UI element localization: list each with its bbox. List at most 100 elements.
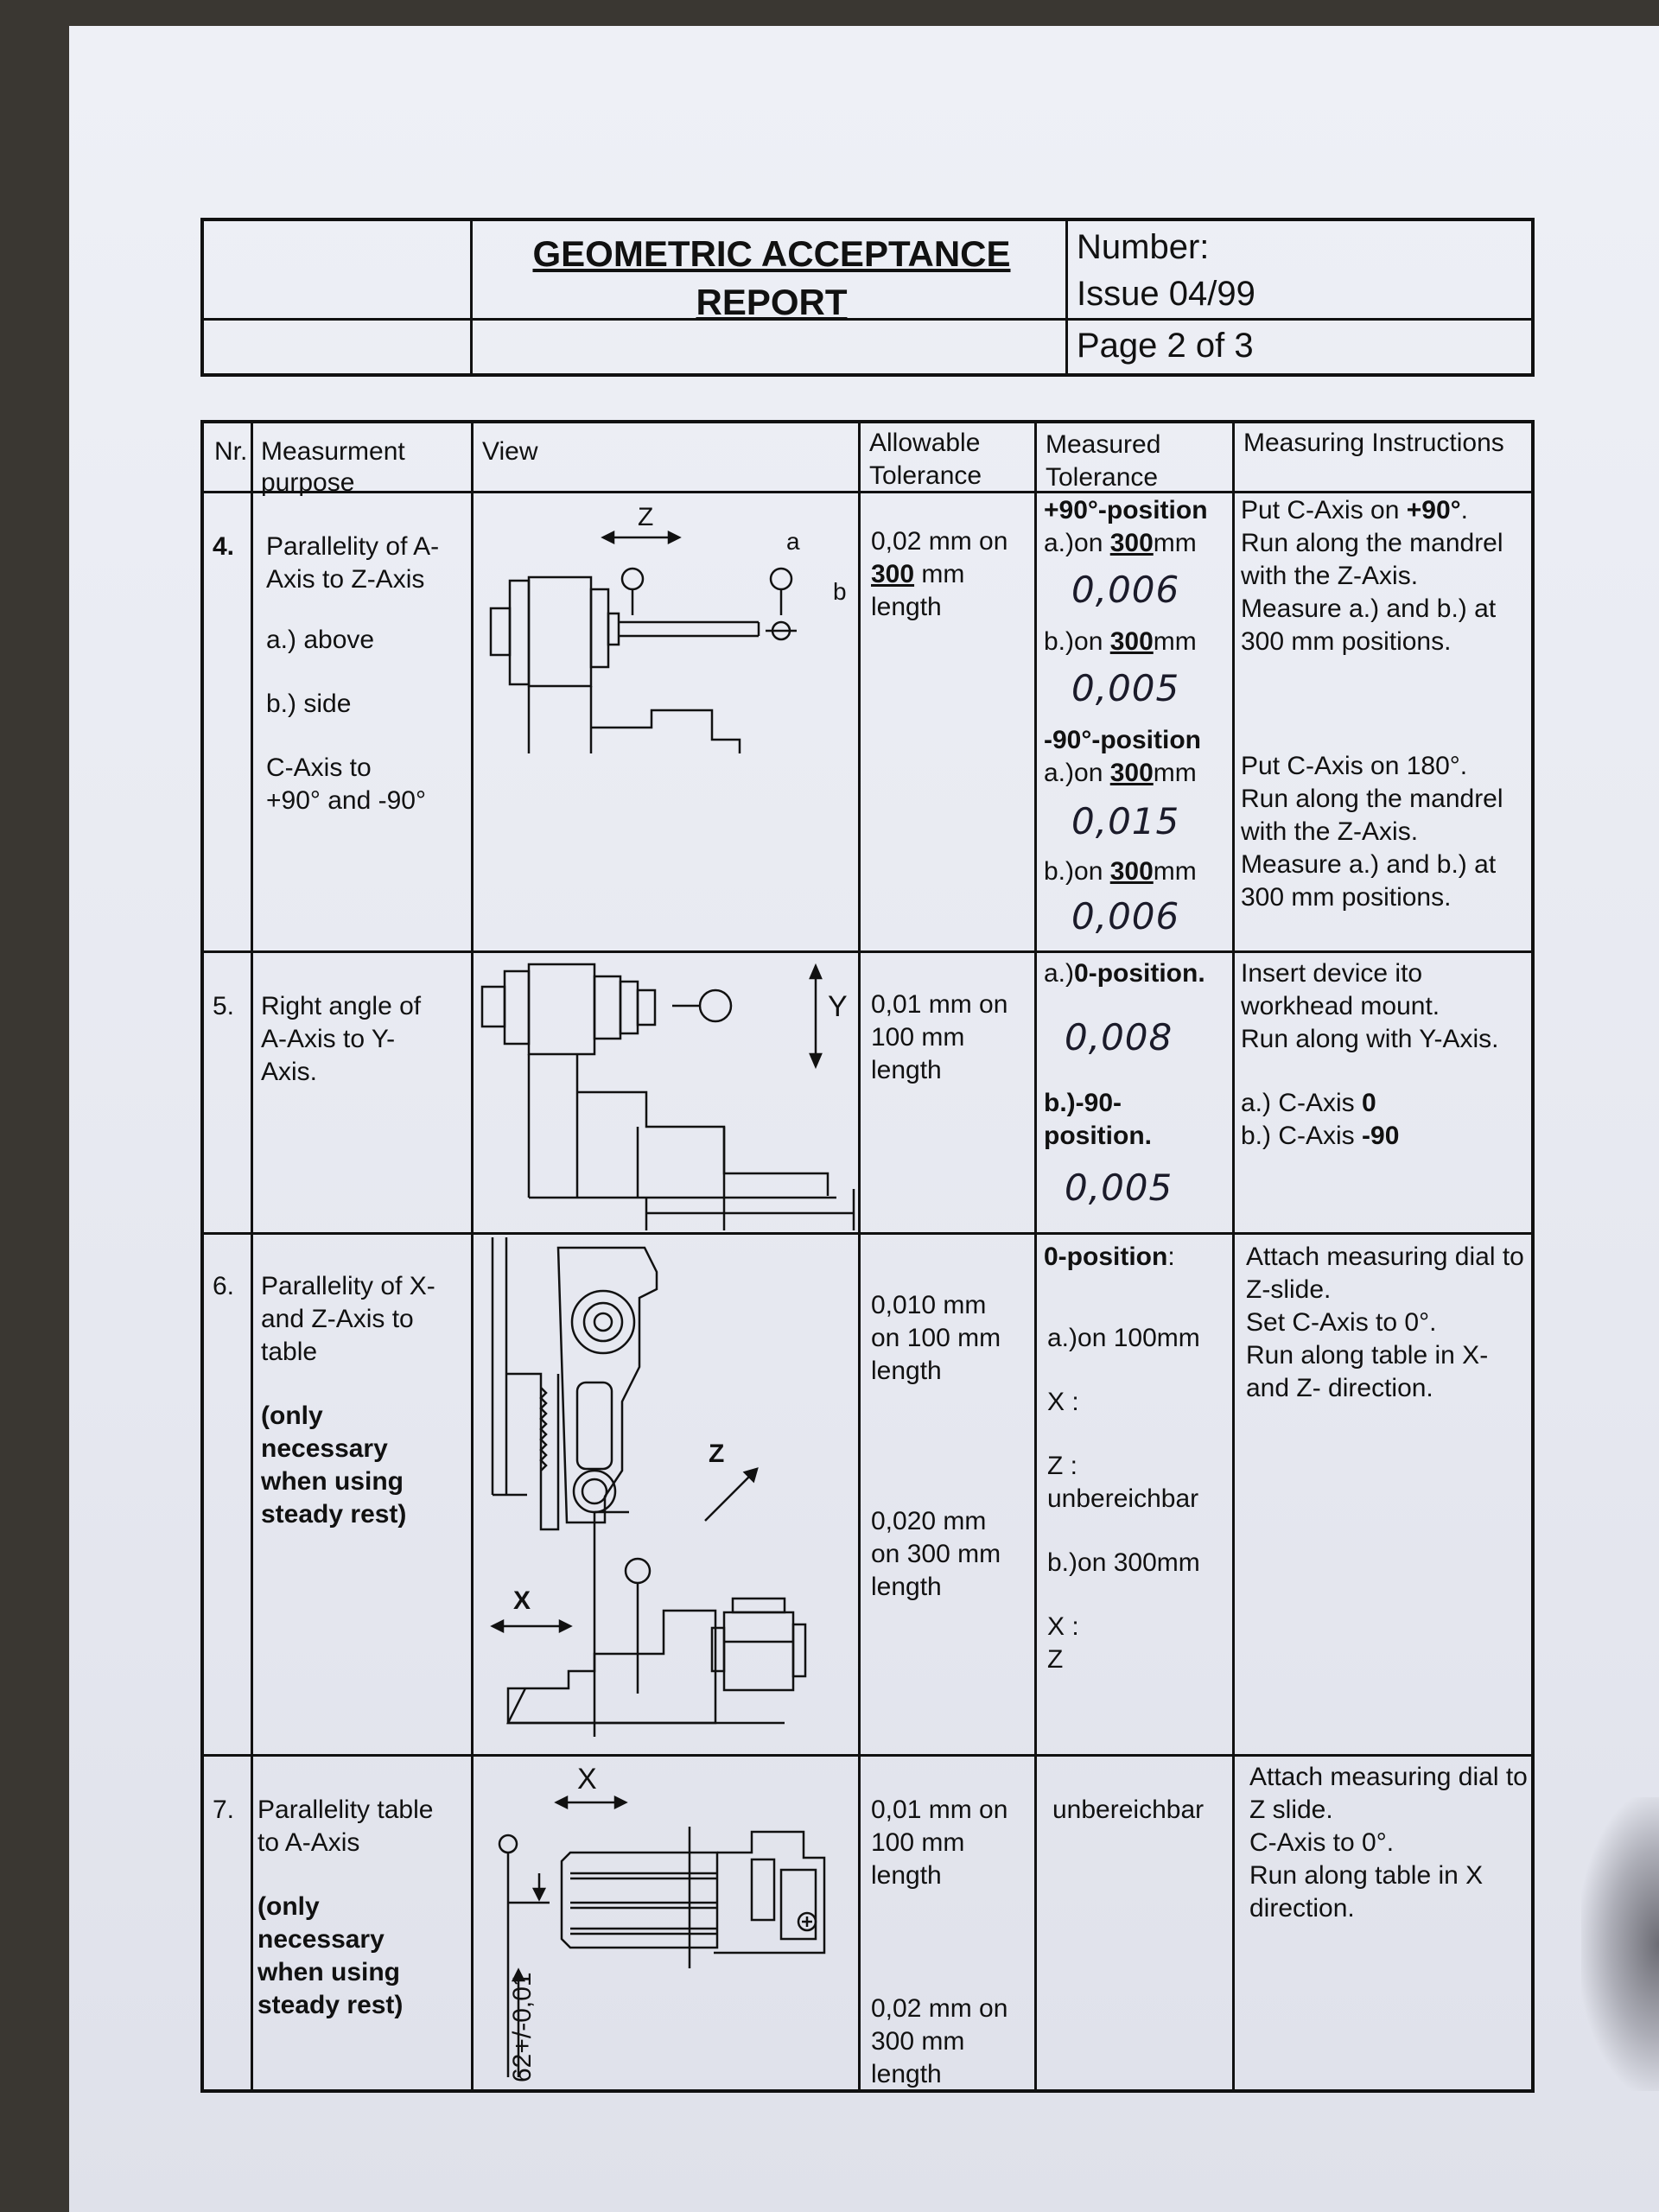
purpose-note: (only (261, 1402, 323, 1430)
header-divider (1065, 221, 1068, 373)
handwritten-value: 0,005 (1065, 1166, 1173, 1209)
handwritten-value: 0,015 (1071, 800, 1180, 842)
row-divider (204, 1754, 1535, 1757)
allowable-length: 300 (871, 560, 915, 588)
measure-line: unbereichbar (1047, 1484, 1199, 1513)
allowable-text: on 300 mm (871, 1540, 1001, 1568)
column-divider (858, 423, 861, 2093)
allowable-text: on 100 mm (871, 1324, 1001, 1352)
purpose-text: table (261, 1338, 318, 1366)
dial-gauge-icon (698, 988, 733, 1023)
instruction-text: C-Axis to 0°. (1249, 1828, 1395, 1857)
instruction-text: Run along with Y-Axis. (1241, 1025, 1499, 1053)
allowable-text: 0,02 mm on (871, 1994, 1008, 2023)
allowable-text: length (871, 1861, 942, 1890)
instruction-text: Insert device ito (1241, 959, 1423, 988)
col-header-measured-2: Tolerance (1046, 463, 1159, 492)
column-divider (471, 423, 474, 2093)
purpose-text: a.) above (266, 626, 375, 654)
measure-line: Z (1047, 1645, 1064, 1674)
instruction-text: a.) C-Axis 0 (1241, 1087, 1376, 1120)
allowable-text: length (871, 2060, 942, 2088)
measure-unit: mm (1153, 627, 1197, 656)
instruction-text: Put C-Axis on 180°. (1241, 752, 1468, 780)
measure-length: 300 (1109, 529, 1154, 557)
report-title-line2: REPORT (696, 282, 848, 322)
instruction-text: Run along table in X (1249, 1861, 1484, 1890)
instruction-text: Put C-Axis on +90°. (1241, 494, 1468, 527)
allowable-text: 300 mm (871, 558, 964, 591)
measure-line: Z : (1047, 1452, 1077, 1480)
allowable-text: 100 mm (871, 1828, 965, 1857)
steady-rest-drawing: Z X (490, 1237, 807, 1737)
allowable-text: 0,01 mm on (871, 1796, 1008, 1824)
instruction-text: Run along the mandrel (1241, 529, 1503, 557)
instruction-text: with the Z-Axis. (1241, 817, 1419, 846)
instruction-text: Z slide. (1249, 1796, 1333, 1824)
purpose-text: b.) side (266, 690, 352, 718)
number-label: Number: (1077, 228, 1210, 266)
axis-label-x: X (577, 1763, 597, 1796)
allowable-unit: mm (914, 560, 965, 588)
measure-line: a.)on 300mm (1044, 757, 1197, 790)
allowable-text: length (871, 1056, 942, 1084)
purpose-text: and Z-Axis to (261, 1305, 414, 1333)
purpose-text: to A-Axis (257, 1828, 360, 1857)
col-header-measured: Measured (1046, 430, 1161, 459)
dial-gauge-icon (620, 567, 645, 591)
instruction-text: 300 mm positions. (1241, 883, 1452, 912)
measure-prefix: b.)on (1044, 857, 1110, 886)
instruction-text: Z-slide. (1246, 1275, 1332, 1304)
purpose-text: Axis. (261, 1058, 318, 1086)
instruction-text: workhead mount. (1241, 992, 1440, 1020)
measure-line: b.)on 300mm (1044, 626, 1197, 658)
issue-label: Issue 04/99 (1077, 275, 1255, 313)
purpose-text: Parallelity table (257, 1796, 434, 1824)
instruction-value: -90 (1362, 1122, 1400, 1150)
report-title-line1: GEOMETRIC ACCEPTANCE (532, 233, 1011, 274)
instruction-text: Measure a.) and b.) at (1241, 850, 1497, 879)
position-label: +90°-position (1044, 496, 1208, 524)
header-divider (470, 318, 1065, 321)
header-divider (470, 221, 473, 373)
allowable-text: 0,020 mm (871, 1507, 987, 1535)
position-label: position. (1044, 1122, 1152, 1150)
allowable-text: 100 mm (871, 1023, 965, 1052)
page-label: Page 2 of 3 (1077, 327, 1254, 365)
instruction-text: and Z- direction. (1246, 1374, 1433, 1402)
measure-line: b.)on 300mm (1044, 855, 1197, 888)
measure-line: a.)on 100mm (1047, 1324, 1200, 1352)
position-label: 0-position. (1074, 959, 1205, 988)
measure-length: 300 (1109, 627, 1154, 656)
mandrel-drawing: Z a b (489, 503, 847, 753)
row-divider (204, 1232, 1535, 1235)
instruction-text: b.) C-Axis -90 (1241, 1120, 1399, 1153)
row-divider (204, 491, 1535, 493)
allowable-text: 300 mm (871, 2027, 965, 2056)
allowable-text: length (871, 1357, 942, 1385)
instruction-text: Measure a.) and b.) at (1241, 594, 1497, 623)
row-divider (204, 950, 1535, 953)
instruction-part: . (1460, 496, 1468, 524)
row-number: 4. (213, 532, 235, 561)
table-parallelity-drawing: X 62+/-0,01 (498, 1763, 826, 2082)
axis-label-z: Z (638, 503, 653, 531)
purpose-note: steady rest) (257, 1991, 404, 2019)
instruction-text: direction. (1249, 1894, 1355, 1923)
col-header-purpose: Measurment (261, 437, 405, 466)
col-header-instructions: Measuring Instructions (1243, 429, 1504, 457)
handwritten-value: 0,006 (1071, 895, 1180, 938)
row-number: 7. (213, 1796, 235, 1824)
instruction-text: Attach measuring dial to (1246, 1243, 1524, 1271)
instruction-text: Run along the mandrel (1241, 785, 1503, 813)
measure-prefix: a.) (1044, 959, 1075, 988)
col-header-allowable: Allowable (869, 429, 981, 457)
measure-unit: mm (1153, 529, 1197, 557)
row-number: 6. (213, 1272, 235, 1300)
col-header-view: View (482, 437, 538, 466)
purpose-text: Axis to Z-Axis (266, 565, 425, 594)
position-label-text: 0-position (1044, 1243, 1168, 1271)
axis-label-z: Z (709, 1440, 724, 1468)
dial-label-b: b (833, 578, 847, 605)
measure-length: 300 (1109, 759, 1154, 787)
